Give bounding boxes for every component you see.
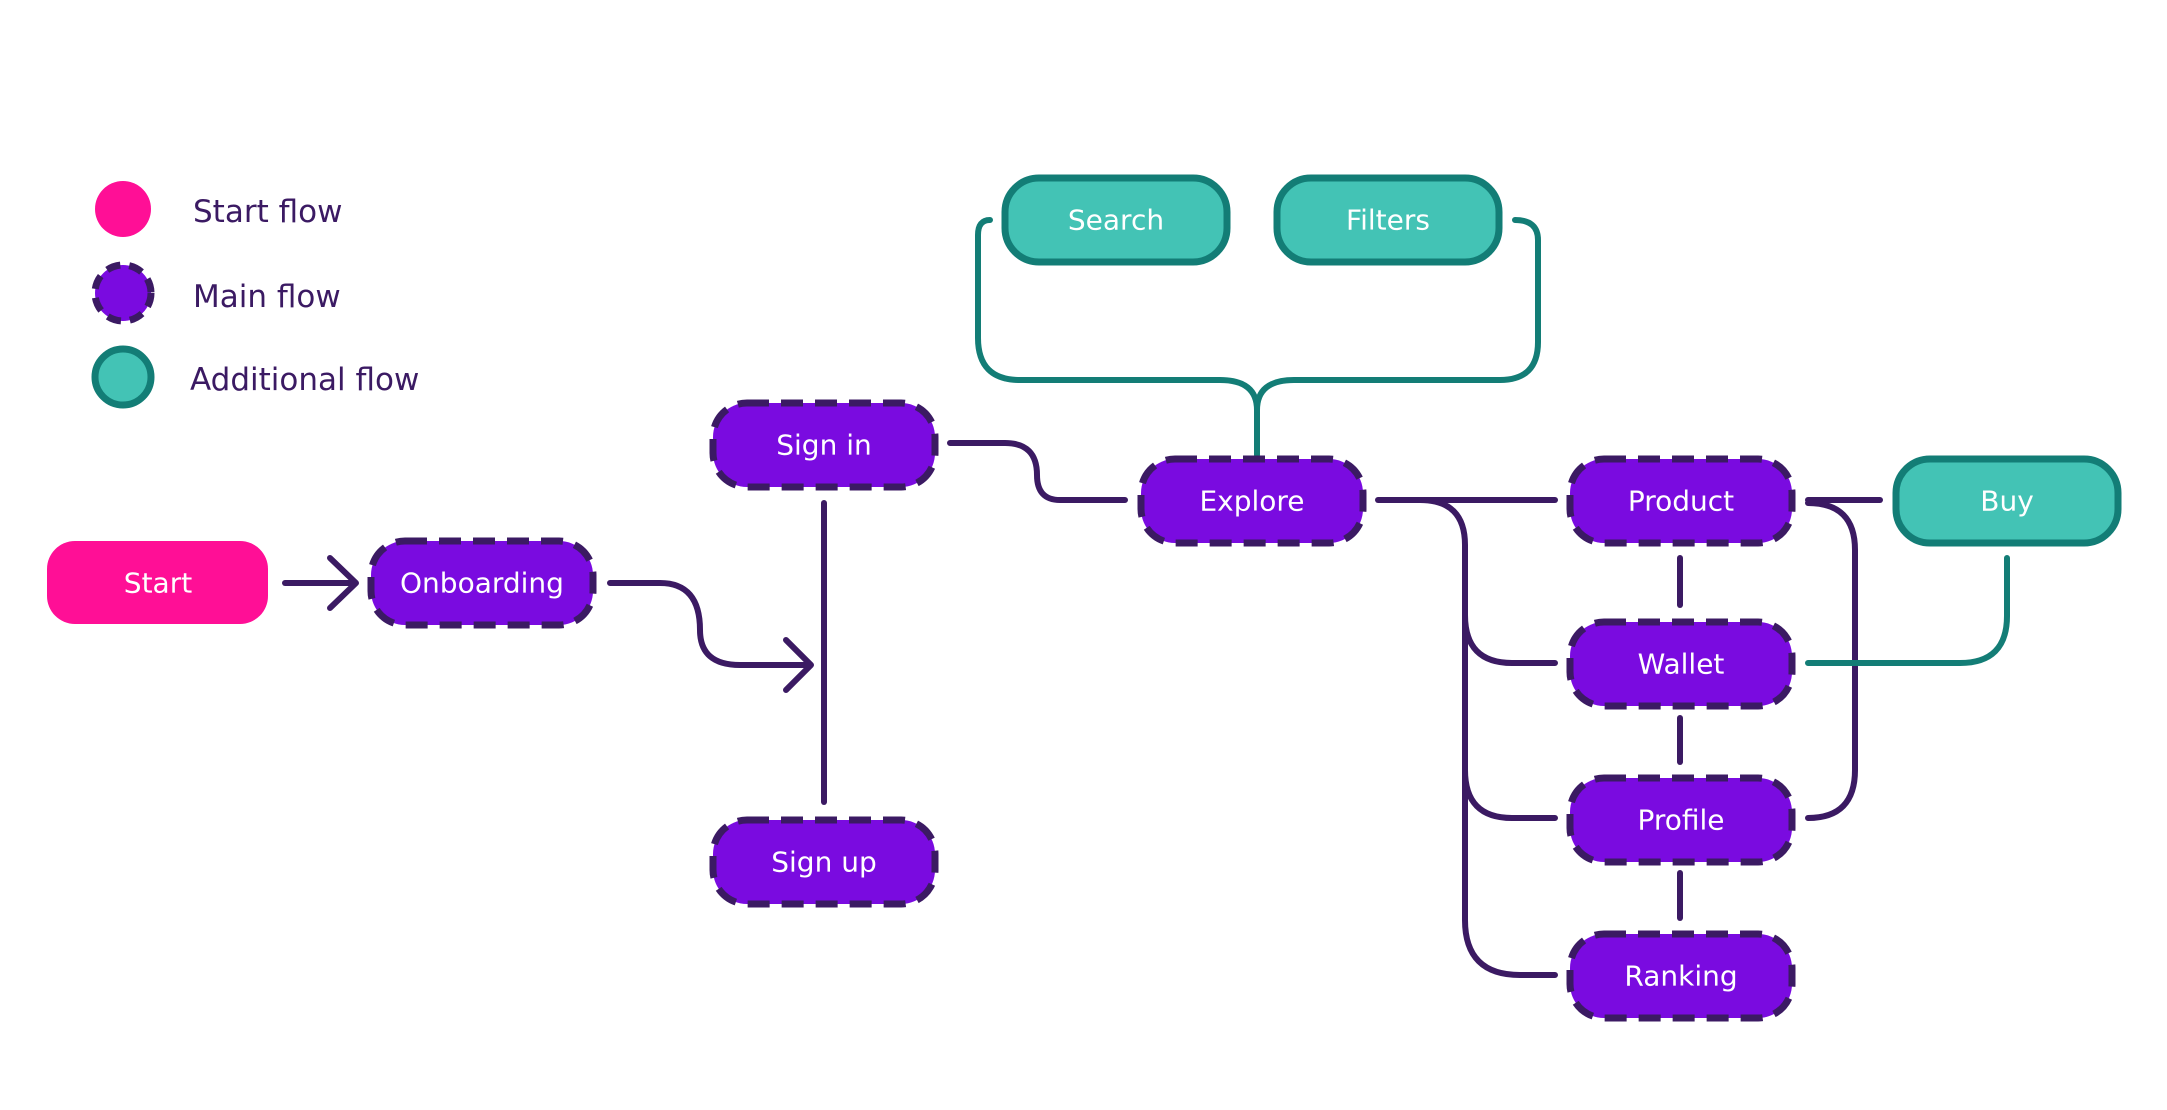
- node-sign-up-label: Sign up: [771, 846, 877, 879]
- node-product[interactable]: Product: [1566, 455, 1796, 547]
- node-onboarding[interactable]: Onboarding: [367, 537, 597, 629]
- connectors-main: [282, 440, 1883, 978]
- connectors-additional: [975, 217, 2010, 666]
- edge-wallet-buy: [1805, 555, 2010, 666]
- node-onboarding-label: Onboarding: [400, 567, 564, 600]
- node-filters-label: Filters: [1346, 204, 1430, 237]
- edge-explore-wallet: [1462, 612, 1558, 666]
- node-buy-label: Buy: [1980, 485, 2034, 518]
- node-wallet-label: Wallet: [1638, 648, 1725, 681]
- arrow-head-join: [783, 637, 814, 693]
- edge-onboarding-signin-signup: [607, 580, 813, 668]
- node-sign-up[interactable]: Sign up: [709, 816, 939, 908]
- legend-additional-swatch: [91, 345, 155, 409]
- legend-additional-label: Additional flow: [190, 362, 419, 398]
- legend: Start flow Main flow Additional flow: [91, 181, 419, 409]
- node-start[interactable]: Start: [47, 541, 268, 624]
- legend-start-label: Start flow: [193, 194, 342, 230]
- node-filters[interactable]: Filters: [1273, 174, 1503, 266]
- node-ranking[interactable]: Ranking: [1566, 930, 1796, 1022]
- legend-main-swatch: [91, 261, 155, 325]
- node-profile-label: Profile: [1637, 804, 1724, 837]
- node-explore-label: Explore: [1199, 485, 1304, 518]
- node-wallet[interactable]: Wallet: [1566, 618, 1796, 710]
- node-search[interactable]: Search: [1001, 174, 1231, 266]
- node-search-label: Search: [1068, 204, 1164, 237]
- legend-main-label: Main flow: [193, 279, 341, 315]
- node-profile[interactable]: Profile: [1566, 774, 1796, 866]
- edge-explore-branch: [1417, 497, 1558, 978]
- node-start-label: Start: [124, 567, 192, 600]
- node-ranking-label: Ranking: [1624, 960, 1737, 993]
- arrow-head-onboarding: [327, 555, 359, 611]
- node-sign-in[interactable]: Sign in: [709, 399, 939, 491]
- node-sign-in-label: Sign in: [776, 429, 872, 462]
- node-product-label: Product: [1628, 485, 1734, 518]
- edge-signin-explore: [947, 440, 1128, 503]
- legend-start-swatch: [95, 181, 151, 237]
- node-explore[interactable]: Explore: [1137, 455, 1367, 547]
- edge-explore-profile: [1462, 767, 1558, 821]
- edge-explore-search: [975, 217, 1260, 458]
- node-buy[interactable]: Buy: [1892, 455, 2122, 547]
- edge-explore-filters: [1254, 217, 1541, 413]
